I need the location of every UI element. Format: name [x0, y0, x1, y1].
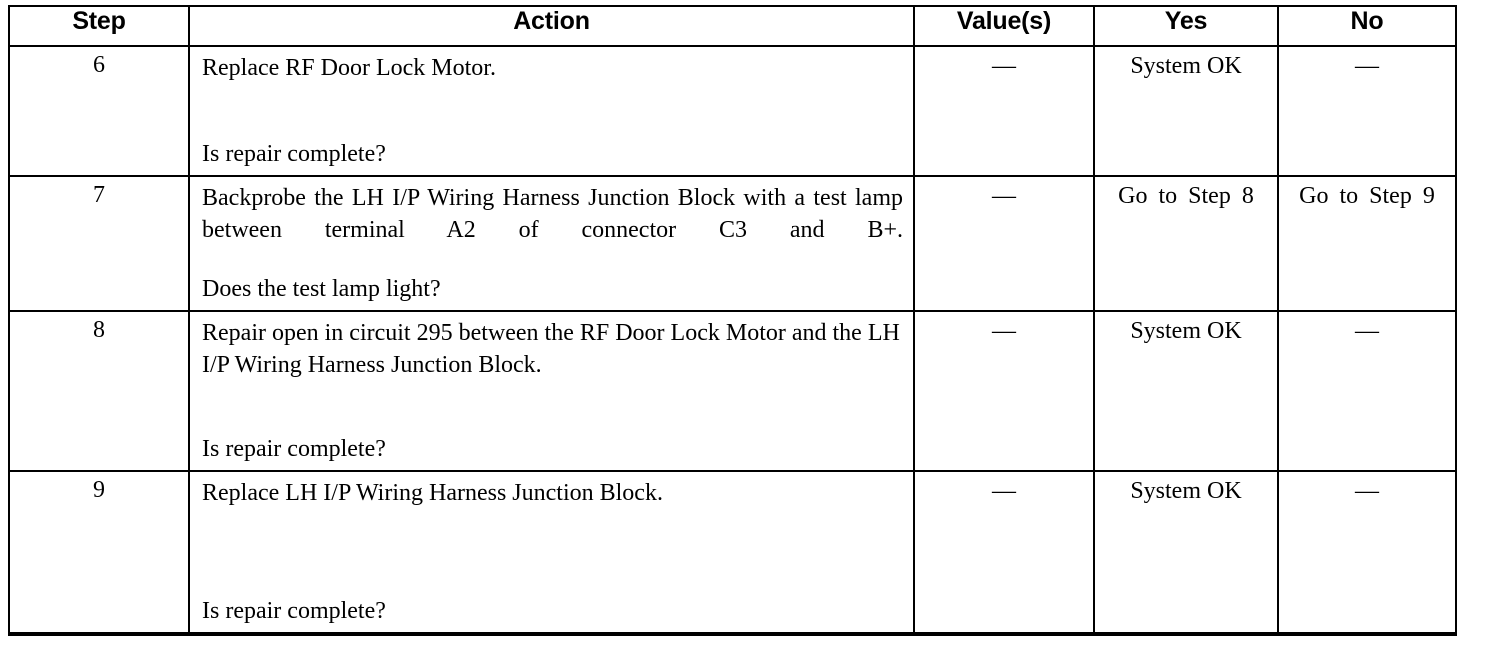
cell-no: —: [1277, 45, 1457, 177]
cell-yes: Go to Step 8: [1093, 175, 1279, 312]
no-text: —: [1355, 53, 1379, 79]
table-row: 7 Backprobe the LH I/P Wiring Harness Ju…: [8, 175, 1457, 312]
yes-text: Go to Step 8: [1118, 183, 1254, 209]
column-header-no: No: [1277, 5, 1457, 47]
header-row: Step Action Value(s) Yes No: [8, 5, 1457, 47]
value-text: —: [992, 318, 1016, 344]
step-number: 6: [93, 52, 105, 78]
cell-yes: System OK: [1093, 310, 1279, 472]
column-header-value: Value(s): [913, 5, 1095, 47]
action-text: Backprobe the LH I/P Wiring Harness Junc…: [202, 185, 903, 243]
cell-value: —: [913, 45, 1095, 177]
column-header-step: Step: [8, 5, 190, 47]
value-text: —: [992, 53, 1016, 79]
diagnostic-table: Step Action Value(s) Yes No 6 Replace RF…: [8, 5, 1457, 636]
action-question: Is repair complete?: [202, 598, 386, 625]
cell-step: 7: [8, 175, 190, 312]
no-text: —: [1355, 318, 1379, 344]
cell-no: —: [1277, 470, 1457, 636]
cell-yes: System OK: [1093, 470, 1279, 636]
column-header-yes: Yes: [1093, 5, 1279, 47]
table-row: 6 Replace RF Door Lock Motor. Is repair …: [8, 45, 1457, 177]
column-header-action: Action: [188, 5, 915, 47]
cell-step: 8: [8, 310, 190, 472]
cell-step: 6: [8, 45, 190, 177]
yes-text: System OK: [1130, 478, 1242, 504]
cell-yes: System OK: [1093, 45, 1279, 177]
step-number: 8: [93, 317, 105, 343]
cell-step: 9: [8, 470, 190, 636]
table-row: 9 Replace LH I/P Wiring Harness Junction…: [8, 470, 1457, 636]
cell-action: Replace LH I/P Wiring Harness Junction B…: [188, 470, 915, 636]
yes-text: System OK: [1130, 318, 1242, 344]
step-number: 9: [93, 477, 105, 503]
cell-value: —: [913, 310, 1095, 472]
action-text: Repair open in circuit 295 between the R…: [202, 320, 900, 378]
cell-no: Go to Step 9: [1277, 175, 1457, 312]
no-text: Go to Step 9: [1299, 183, 1435, 209]
cell-value: —: [913, 470, 1095, 636]
cell-action: Repair open in circuit 295 between the R…: [188, 310, 915, 472]
cell-action: Replace RF Door Lock Motor. Is repair co…: [188, 45, 915, 177]
action-question: Is repair complete?: [202, 436, 386, 463]
action-text: Replace RF Door Lock Motor.: [202, 55, 496, 81]
yes-text: System OK: [1130, 53, 1242, 79]
no-text: —: [1355, 478, 1379, 504]
action-question: Does the test lamp light?: [202, 276, 441, 303]
cell-no: —: [1277, 310, 1457, 472]
table-header: Step Action Value(s) Yes No: [8, 5, 1457, 47]
action-text: Replace LH I/P Wiring Harness Junction B…: [202, 480, 663, 506]
cell-value: —: [913, 175, 1095, 312]
table-body: 6 Replace RF Door Lock Motor. Is repair …: [8, 45, 1457, 636]
cell-action: Backprobe the LH I/P Wiring Harness Junc…: [188, 175, 915, 312]
table-row: 8 Repair open in circuit 295 between the…: [8, 310, 1457, 472]
value-text: —: [992, 183, 1016, 209]
step-number: 7: [93, 182, 105, 208]
value-text: —: [992, 478, 1016, 504]
action-question: Is repair complete?: [202, 141, 386, 168]
